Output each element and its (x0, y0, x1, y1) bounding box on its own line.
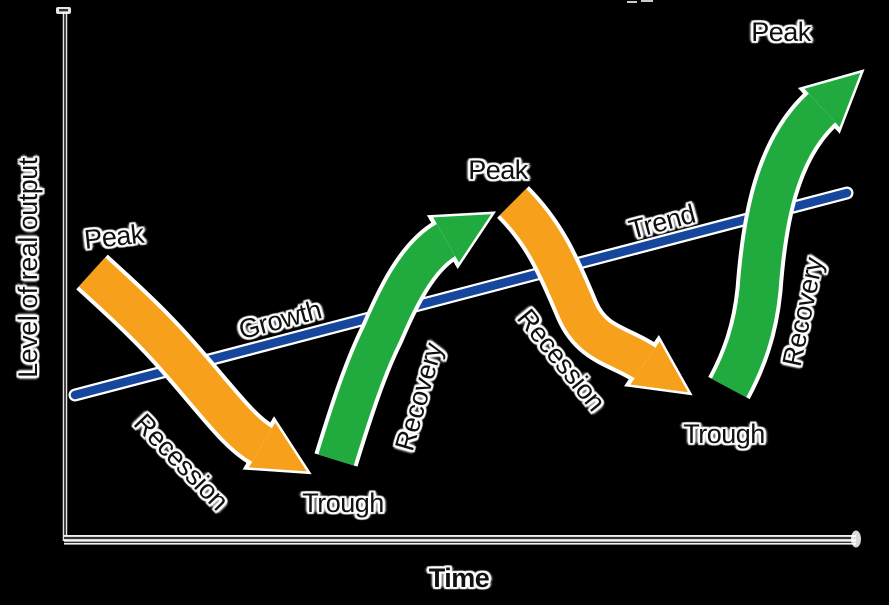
label-peak-3: Peak (751, 16, 811, 47)
x-axis-label: Time (428, 562, 490, 593)
recovery-arrow-2 (708, 69, 865, 400)
top-edge-artifact (627, 0, 653, 3)
label-peak-1: Peak (82, 218, 146, 255)
y-axis (56, 7, 71, 541)
recession-arrow-2 (496, 186, 693, 396)
y-axis-label: Level of real output (12, 158, 43, 378)
x-axis (64, 530, 861, 548)
label-trough-1: Trough (302, 487, 384, 518)
x-axis-end-artifact (851, 530, 861, 548)
label-peak-2: Peak (468, 154, 528, 185)
recovery-arrow-1 (314, 211, 497, 467)
recession-arrow-1 (76, 254, 312, 475)
label-trough-2: Trough (683, 418, 765, 449)
